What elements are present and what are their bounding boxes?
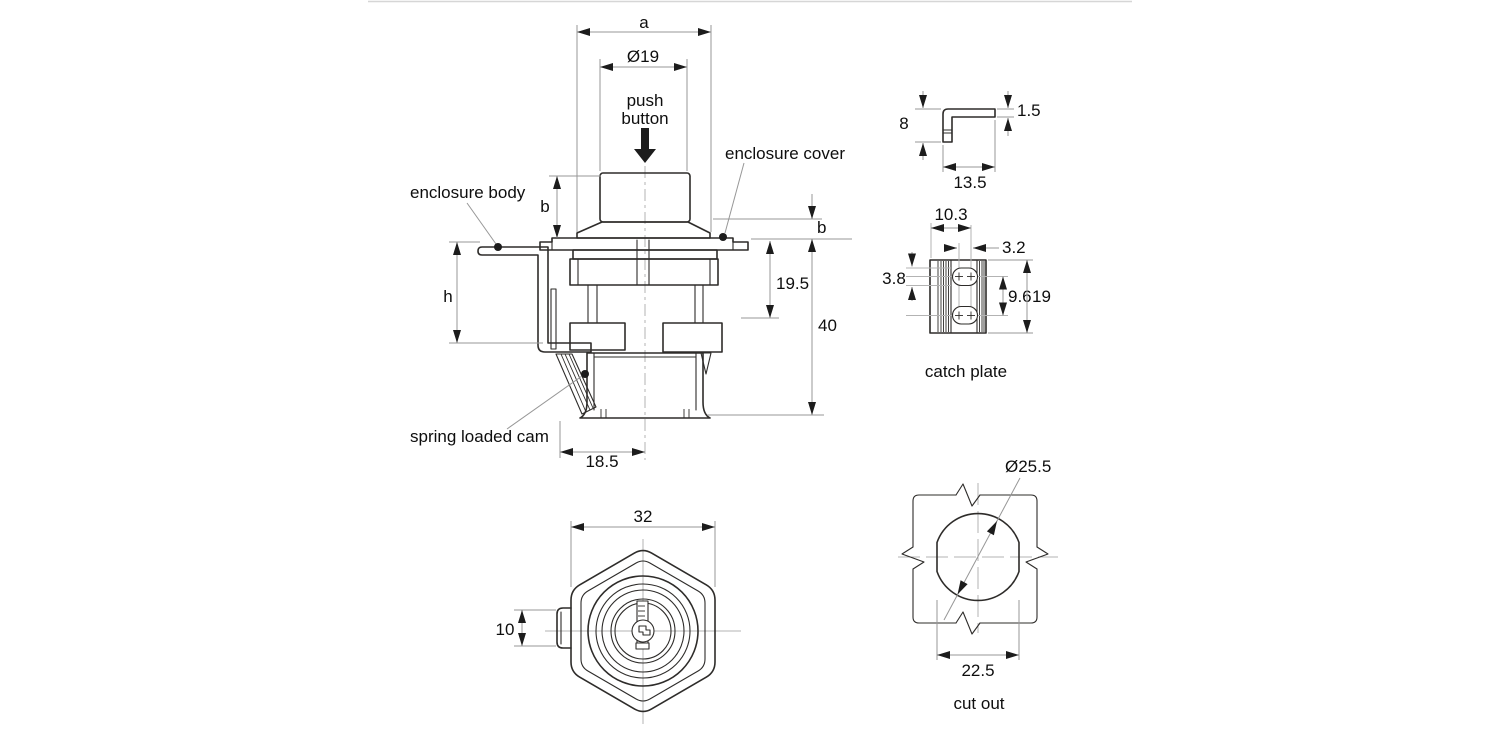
housing-step-left xyxy=(569,322,626,351)
dim-b-right-label: b xyxy=(817,218,826,237)
dim-10-label: 10 xyxy=(496,620,515,639)
dim-dia25-5-label: Ø25.5 xyxy=(1005,457,1051,476)
bezel-ring-3 xyxy=(601,589,685,673)
side-plate xyxy=(550,288,557,350)
spring-loaded-cam xyxy=(555,353,597,415)
enclosure-cover-leader-dot xyxy=(719,233,727,241)
dim-19-label: 19 xyxy=(1032,287,1051,306)
hex-body-outer xyxy=(570,549,716,713)
dim-9-6-label: 9.6 xyxy=(1008,287,1032,306)
main-side-view: a Ø19 push button b b 40 19.5 h 18.5 xyxy=(410,13,852,471)
key-plug xyxy=(631,619,655,643)
dia-25-5-leader xyxy=(943,477,1021,621)
catch-plate-view: 10.3 3.2 3.8 9.6 19 catch plate xyxy=(882,205,1051,381)
catch-plate-serrations xyxy=(937,261,985,332)
bezel-ring-2 xyxy=(595,583,691,679)
dim-h-label: h xyxy=(443,287,452,306)
housing-step-right xyxy=(662,322,723,353)
dim-dia19-label: Ø19 xyxy=(627,47,659,66)
dim-19-5-label: 19.5 xyxy=(776,274,809,293)
dim-3-2-label: 3.2 xyxy=(1002,238,1026,257)
enclosure-body-leader-dot xyxy=(494,243,502,251)
key-blade-foot xyxy=(635,642,650,650)
catch-plate-caption: catch plate xyxy=(925,362,1007,381)
dim-10-3-label: 10.3 xyxy=(934,205,967,224)
dim-32-label: 32 xyxy=(634,507,653,526)
dim-8-label: 8 xyxy=(899,114,908,133)
dim-40-label: 40 xyxy=(818,316,837,335)
angle-bracket-outline xyxy=(942,108,996,143)
dim-3-8-label: 3.8 xyxy=(882,269,906,288)
catch-slot-upper xyxy=(951,267,979,287)
cylinder-ring-1 xyxy=(610,598,676,664)
catch-plate-outline xyxy=(929,259,987,334)
side-tab xyxy=(556,607,572,649)
push-button-label-2: button xyxy=(621,109,668,128)
slot-center-marks xyxy=(955,272,975,320)
front-view: 32 10 xyxy=(496,507,741,724)
push-direction-arrow-icon xyxy=(634,128,656,163)
dim-a-label: a xyxy=(639,13,649,32)
enclosure-cover-label: enclosure cover xyxy=(725,144,845,163)
spring-cam-leader-dot xyxy=(581,370,589,378)
cutout-view: Ø25.5 22.5 cut out xyxy=(898,457,1058,713)
cutout-caption: cut out xyxy=(953,694,1004,713)
dim-18-5-label: 18.5 xyxy=(585,452,618,471)
bezel-ring-1 xyxy=(587,575,699,687)
dim-22-5-label: 22.5 xyxy=(961,661,994,680)
spring-pawl xyxy=(700,352,712,375)
key-bit-notch xyxy=(638,625,651,636)
cam-barrel xyxy=(579,352,711,419)
push-button-label-1: push xyxy=(627,91,664,110)
double-d-cutout xyxy=(936,512,1020,602)
mounting-flange xyxy=(539,237,749,251)
dim-13-5-label: 13.5 xyxy=(953,173,986,192)
dim-1-5-label: 1.5 xyxy=(1017,101,1041,120)
catch-slot-lower xyxy=(951,305,979,325)
panel-outline xyxy=(912,494,1038,624)
enclosure-body-label: enclosure body xyxy=(410,183,526,202)
panel-break-marks xyxy=(901,483,1049,635)
dim-b-left-label: b xyxy=(540,197,549,216)
cover-skirt xyxy=(576,221,711,239)
spring-loaded-cam-label: spring loaded cam xyxy=(410,427,549,446)
hex-body-inner xyxy=(580,560,706,702)
enclosure-body-bracket xyxy=(477,246,592,353)
hex-nut-section xyxy=(569,258,719,286)
angle-bracket-view: 8 1.5 13.5 xyxy=(899,91,1041,192)
